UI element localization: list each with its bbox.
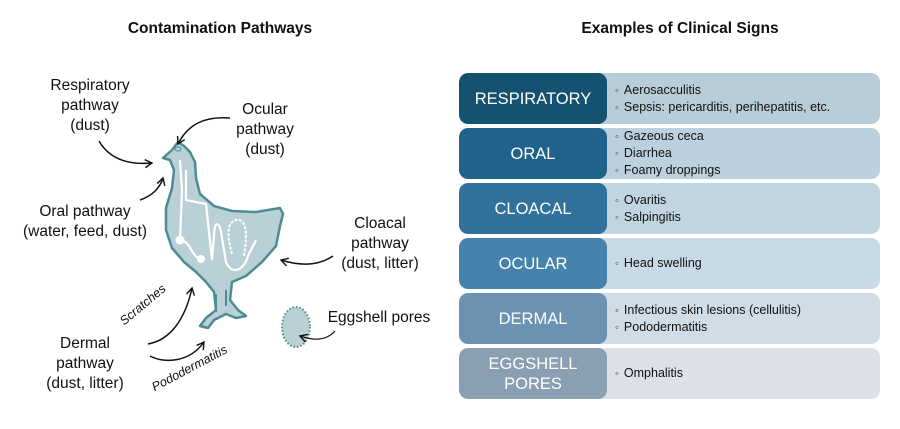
clinical-sign-row: RESPIRATORYAerosacculitisSepsis: pericar… [459, 73, 880, 124]
signs-list: Gazeous cecaDiarrheaFoamy droppings [607, 128, 880, 179]
label-line: pathway [236, 121, 294, 138]
category-label: OCULAR [459, 238, 607, 289]
clinical-sign-row: DERMALInfectious skin lesions (celluliti… [459, 293, 880, 344]
label-line: (dust) [245, 141, 285, 158]
label-line: (dust, litter) [341, 255, 419, 272]
label-line: Cloacal [354, 215, 406, 232]
category-label: ORAL [459, 128, 607, 179]
sign-item: Gazeous ceca [615, 128, 880, 145]
chicken-body [161, 140, 285, 330]
sign-item: Ovaritis [615, 192, 880, 209]
oral-arrow [139, 176, 166, 201]
pododermatitis-arrow [149, 340, 205, 362]
label-line: (dust, litter) [46, 375, 124, 392]
clinical-sign-row: OCULAR Head swelling [459, 238, 880, 289]
clinical-sign-row: ORALGazeous cecaDiarrheaFoamy droppings [459, 128, 880, 179]
cloacal-arrow [279, 255, 334, 267]
respiratory-arrow [98, 140, 154, 169]
sign-item: Diarrhea [615, 145, 880, 162]
label-line: (dust) [70, 117, 110, 134]
sign-item: Foamy droppings [615, 162, 880, 179]
scratches-arrow [147, 286, 196, 345]
sign-item: Omphalitis [615, 365, 880, 382]
eggshell-arrow [298, 330, 336, 343]
label-line: pathway [56, 355, 114, 372]
label-line: Dermal [60, 335, 110, 352]
signs-list: AerosacculitisSepsis: pericarditis, peri… [607, 73, 880, 124]
eggshell-pores-label: Eggshell pores [327, 309, 431, 326]
label-line: pathway [61, 97, 119, 114]
label-line: Oral pathway [39, 203, 131, 220]
chicken-diagram [98, 116, 336, 362]
sign-item: Aerosacculitis [615, 82, 880, 99]
category-label: RESPIRATORY [459, 73, 607, 124]
sign-item: Pododermatitis [615, 319, 880, 336]
signs-list: Head swelling [607, 238, 880, 289]
clinical-signs-table: RESPIRATORYAerosacculitisSepsis: pericar… [459, 73, 880, 403]
ocular-arrow [176, 116, 231, 146]
ocular-pathway-label: Ocular pathway (dust) [225, 100, 305, 160]
label-line: Ocular [242, 101, 288, 118]
egg-shape [281, 306, 311, 348]
sign-item: Sepsis: pericarditis, perihepatitis, etc… [615, 99, 880, 116]
category-label: DERMAL [459, 293, 607, 344]
label-line: pathway [351, 235, 409, 252]
signs-list: OvaritisSalpingitis [607, 183, 880, 234]
respiratory-pathway-label: Respiratory pathway (dust) [30, 76, 150, 136]
signs-list: Omphalitis [607, 348, 880, 399]
sign-item: Infectious skin lesions (cellulitis) [615, 302, 880, 319]
dermal-pathway-label: Dermal pathway (dust, litter) [30, 334, 140, 394]
cloacal-pathway-label: Cloacal pathway (dust, litter) [325, 214, 435, 274]
contamination-pathways-title: Contamination Pathways [127, 20, 313, 37]
clinical-sign-row: CLOACALOvaritisSalpingitis [459, 183, 880, 234]
sign-item: Salpingitis [615, 209, 880, 226]
clinical-signs-title: Examples of Clinical Signs [581, 20, 779, 37]
sign-item: Head swelling [615, 255, 880, 272]
signs-list: Infectious skin lesions (cellulitis)Podo… [607, 293, 880, 344]
oral-pathway-label: Oral pathway (water, feed, dust) [5, 202, 165, 242]
label-line: (water, feed, dust) [22, 223, 148, 240]
category-label: CLOACAL [459, 183, 607, 234]
label-line: Respiratory [50, 77, 130, 94]
